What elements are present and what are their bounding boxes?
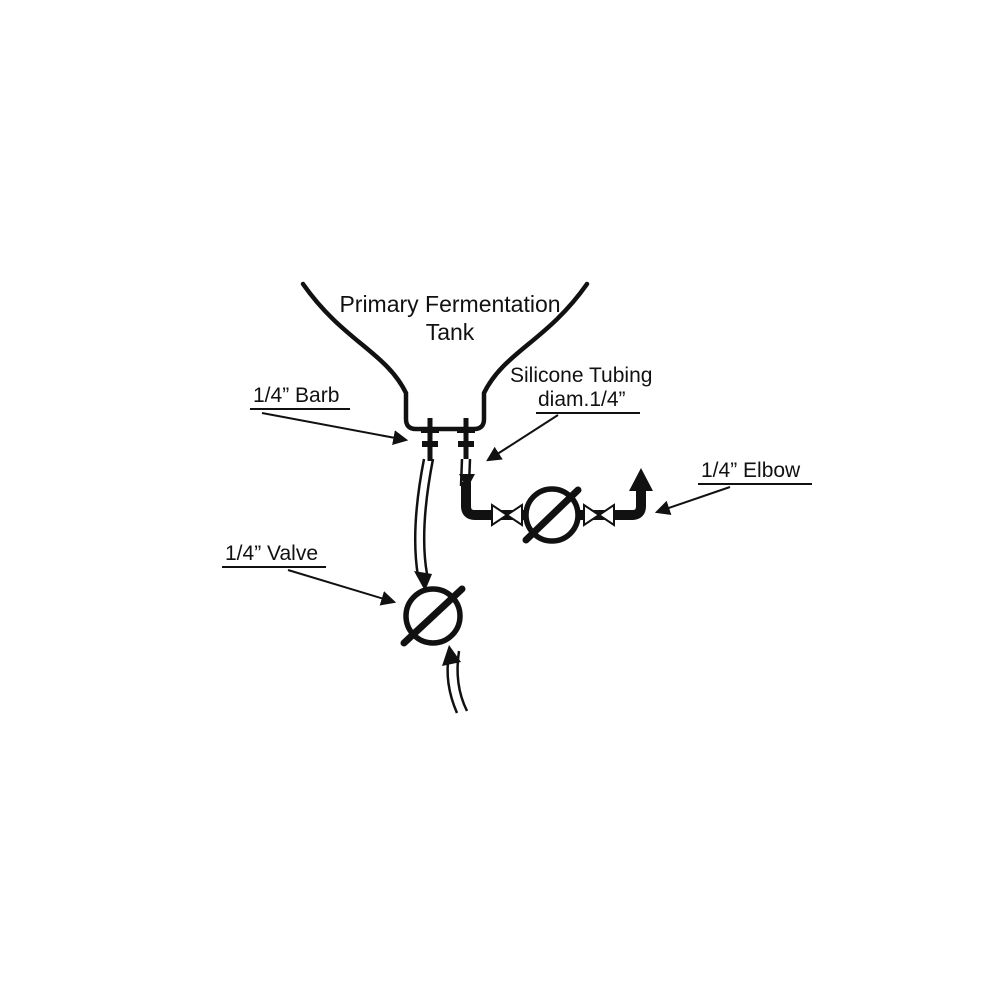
barb-connector-left-b bbox=[505, 503, 523, 527]
silicone-tube-left bbox=[413, 458, 435, 591]
valve-symbol-inline bbox=[522, 486, 582, 544]
flow-arrow-into-valve bbox=[414, 571, 432, 591]
flow-arrow-up bbox=[629, 468, 653, 491]
arrow-barb bbox=[261, 412, 409, 446]
flow-arrow-into-elbow bbox=[459, 474, 475, 489]
label-valve: 1/4” Valve bbox=[225, 542, 318, 565]
silicone-tube-outlet bbox=[442, 645, 469, 714]
arrow-valve bbox=[287, 569, 397, 606]
callout-elbow: 1/4” Elbow bbox=[654, 459, 812, 515]
tube-left-line-b bbox=[422, 458, 435, 575]
elbow-assembly bbox=[461, 468, 653, 544]
barb-fitting-left bbox=[421, 418, 439, 461]
valve-symbol-bottom bbox=[400, 585, 466, 647]
valve-inline-handle bbox=[522, 486, 582, 544]
barb-fitting-right bbox=[457, 418, 475, 459]
label-tubing-line2: diam.1/4” bbox=[538, 388, 626, 411]
callout-barb: 1/4” Barb bbox=[250, 384, 409, 446]
tube-right-line-a bbox=[459, 458, 464, 487]
label-elbow: 1/4” Elbow bbox=[701, 459, 801, 482]
tank-title-line1: Primary Fermentation bbox=[339, 291, 560, 317]
barb-connector-left bbox=[491, 503, 523, 527]
barb-connector-right-a bbox=[583, 503, 601, 527]
label-tubing-line1: Silicone Tubing bbox=[510, 364, 652, 387]
barb-connector-right bbox=[583, 503, 615, 527]
arrow-tubing bbox=[486, 414, 559, 462]
barb-connector-left-a bbox=[491, 503, 509, 527]
tank-outline bbox=[300, 281, 590, 432]
tank-title-line2: Tank bbox=[426, 319, 475, 345]
arrow-elbow bbox=[654, 486, 731, 515]
valve-bottom-handle bbox=[400, 585, 466, 647]
callout-tubing: Silicone Tubing diam.1/4” bbox=[486, 364, 652, 462]
silicone-tube-right bbox=[459, 458, 475, 489]
tube-outlet-line-b bbox=[456, 650, 469, 712]
barb-connector-right-b bbox=[597, 503, 615, 527]
tube-left-line-a bbox=[413, 458, 426, 577]
callout-valve: 1/4” Valve bbox=[222, 542, 397, 606]
label-barb: 1/4” Barb bbox=[253, 384, 339, 407]
flow-arrow-from-below bbox=[442, 645, 461, 666]
